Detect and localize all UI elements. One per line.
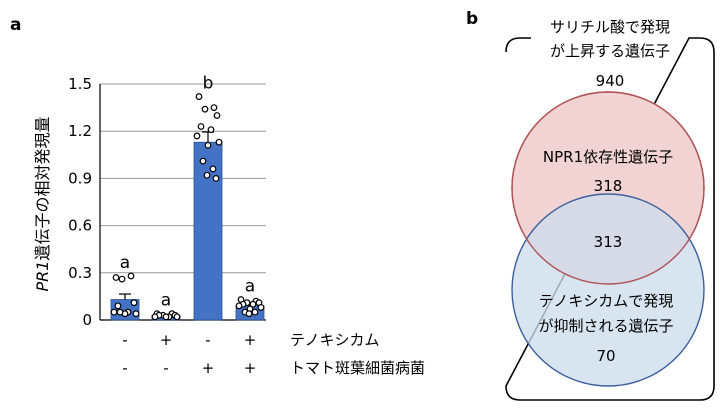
data-point <box>235 302 243 310</box>
data-point <box>201 105 209 113</box>
bars <box>110 141 265 321</box>
data-point <box>207 126 215 134</box>
panel-a-letter: a <box>10 15 21 35</box>
data-point <box>213 112 221 119</box>
y-tick-labels: 0 0.3 0.6 0.9 1.2 1.5 <box>68 75 92 329</box>
data-point <box>249 300 257 308</box>
y-tick-label: 0 <box>82 311 92 329</box>
data-points <box>110 93 265 321</box>
y-axis-label-gene: PR1 <box>33 261 52 292</box>
data-point <box>162 313 170 321</box>
treatment-name: トマト斑葉細菌病菌 <box>290 359 425 377</box>
venn-outer-count: 940 <box>596 72 625 90</box>
data-point <box>173 313 181 321</box>
y-tick-label: 0.3 <box>68 264 92 282</box>
significance-letter: a <box>245 277 255 297</box>
venn-diagram: サリチル酸で発現 が上昇する遺伝子 940 NPR1依存性遺伝子 318 313… <box>505 18 715 401</box>
data-point <box>257 304 265 311</box>
data-point <box>193 132 201 140</box>
treatment-sign: - <box>122 359 127 377</box>
bar-chart: 0 0.3 0.6 0.9 1.2 1.5 PR1遺伝子の相対発現量 a a b a - + - + テ… <box>33 74 425 377</box>
data-point <box>203 171 211 179</box>
venn-set2-count: 70 <box>596 347 615 365</box>
data-point <box>204 141 212 149</box>
venn-set2-label-line2: が抑制される遺伝子 <box>538 317 673 335</box>
data-point <box>118 275 126 283</box>
data-point <box>195 93 203 100</box>
data-point <box>151 313 159 321</box>
data-point <box>197 123 205 130</box>
error-bars <box>119 131 256 316</box>
y-tick-label: 0.6 <box>68 217 92 235</box>
treatment-sign: + <box>160 331 173 349</box>
significance-labels: a a b a <box>120 74 255 311</box>
y-axis-label-text: 遺伝子の相対発現量 <box>33 117 52 261</box>
treatment-sign: - <box>122 331 127 349</box>
data-point <box>209 165 217 173</box>
chart-grid <box>100 83 266 321</box>
y-tick-label: 1.2 <box>68 122 92 140</box>
data-point <box>132 310 140 318</box>
y-axis-label: PR1遺伝子の相対発現量 <box>33 117 52 292</box>
y-tick-label: 1.5 <box>68 75 92 93</box>
venn-set1-label: NPR1依存性遺伝子 <box>543 148 673 166</box>
data-point <box>130 299 138 307</box>
treatment-sign: + <box>202 359 215 377</box>
bar <box>193 141 223 321</box>
treatment-sign: - <box>163 359 168 377</box>
y-tick-label: 0.9 <box>68 169 92 187</box>
treatment-sign: + <box>244 331 257 349</box>
venn-outer-label-line1: サリチル酸で発現 <box>550 18 670 36</box>
venn-outer-label-line2: が上昇する遺伝子 <box>550 42 670 60</box>
significance-letter: a <box>161 291 171 311</box>
significance-letter: a <box>120 253 130 273</box>
venn-set1-count: 318 <box>594 177 623 195</box>
treatment-sign: - <box>205 331 210 349</box>
data-point <box>199 157 207 165</box>
data-point <box>114 302 122 310</box>
data-point <box>215 138 223 146</box>
treatment-table: - + - + テノキシカム - - + + トマト斑葉細菌病菌 <box>122 331 425 377</box>
venn-circle-npr1-outline <box>511 91 705 285</box>
data-point <box>127 272 135 280</box>
data-point <box>110 308 118 316</box>
data-point <box>245 310 253 318</box>
data-point <box>112 274 120 281</box>
data-point <box>116 308 124 316</box>
significance-letter: b <box>203 74 214 94</box>
venn-intersection-count: 313 <box>594 233 623 251</box>
data-point <box>251 308 259 316</box>
data-point <box>212 174 220 182</box>
treatment-sign: + <box>244 359 257 377</box>
panel-b-letter: b <box>466 9 478 29</box>
venn-set2-label-line1: テノキシカムで発現 <box>539 292 674 310</box>
venn-circle-tenoxicam <box>511 193 705 387</box>
data-point <box>210 104 218 111</box>
treatment-name: テノキシカム <box>290 331 380 349</box>
venn-outer-box <box>505 37 715 401</box>
